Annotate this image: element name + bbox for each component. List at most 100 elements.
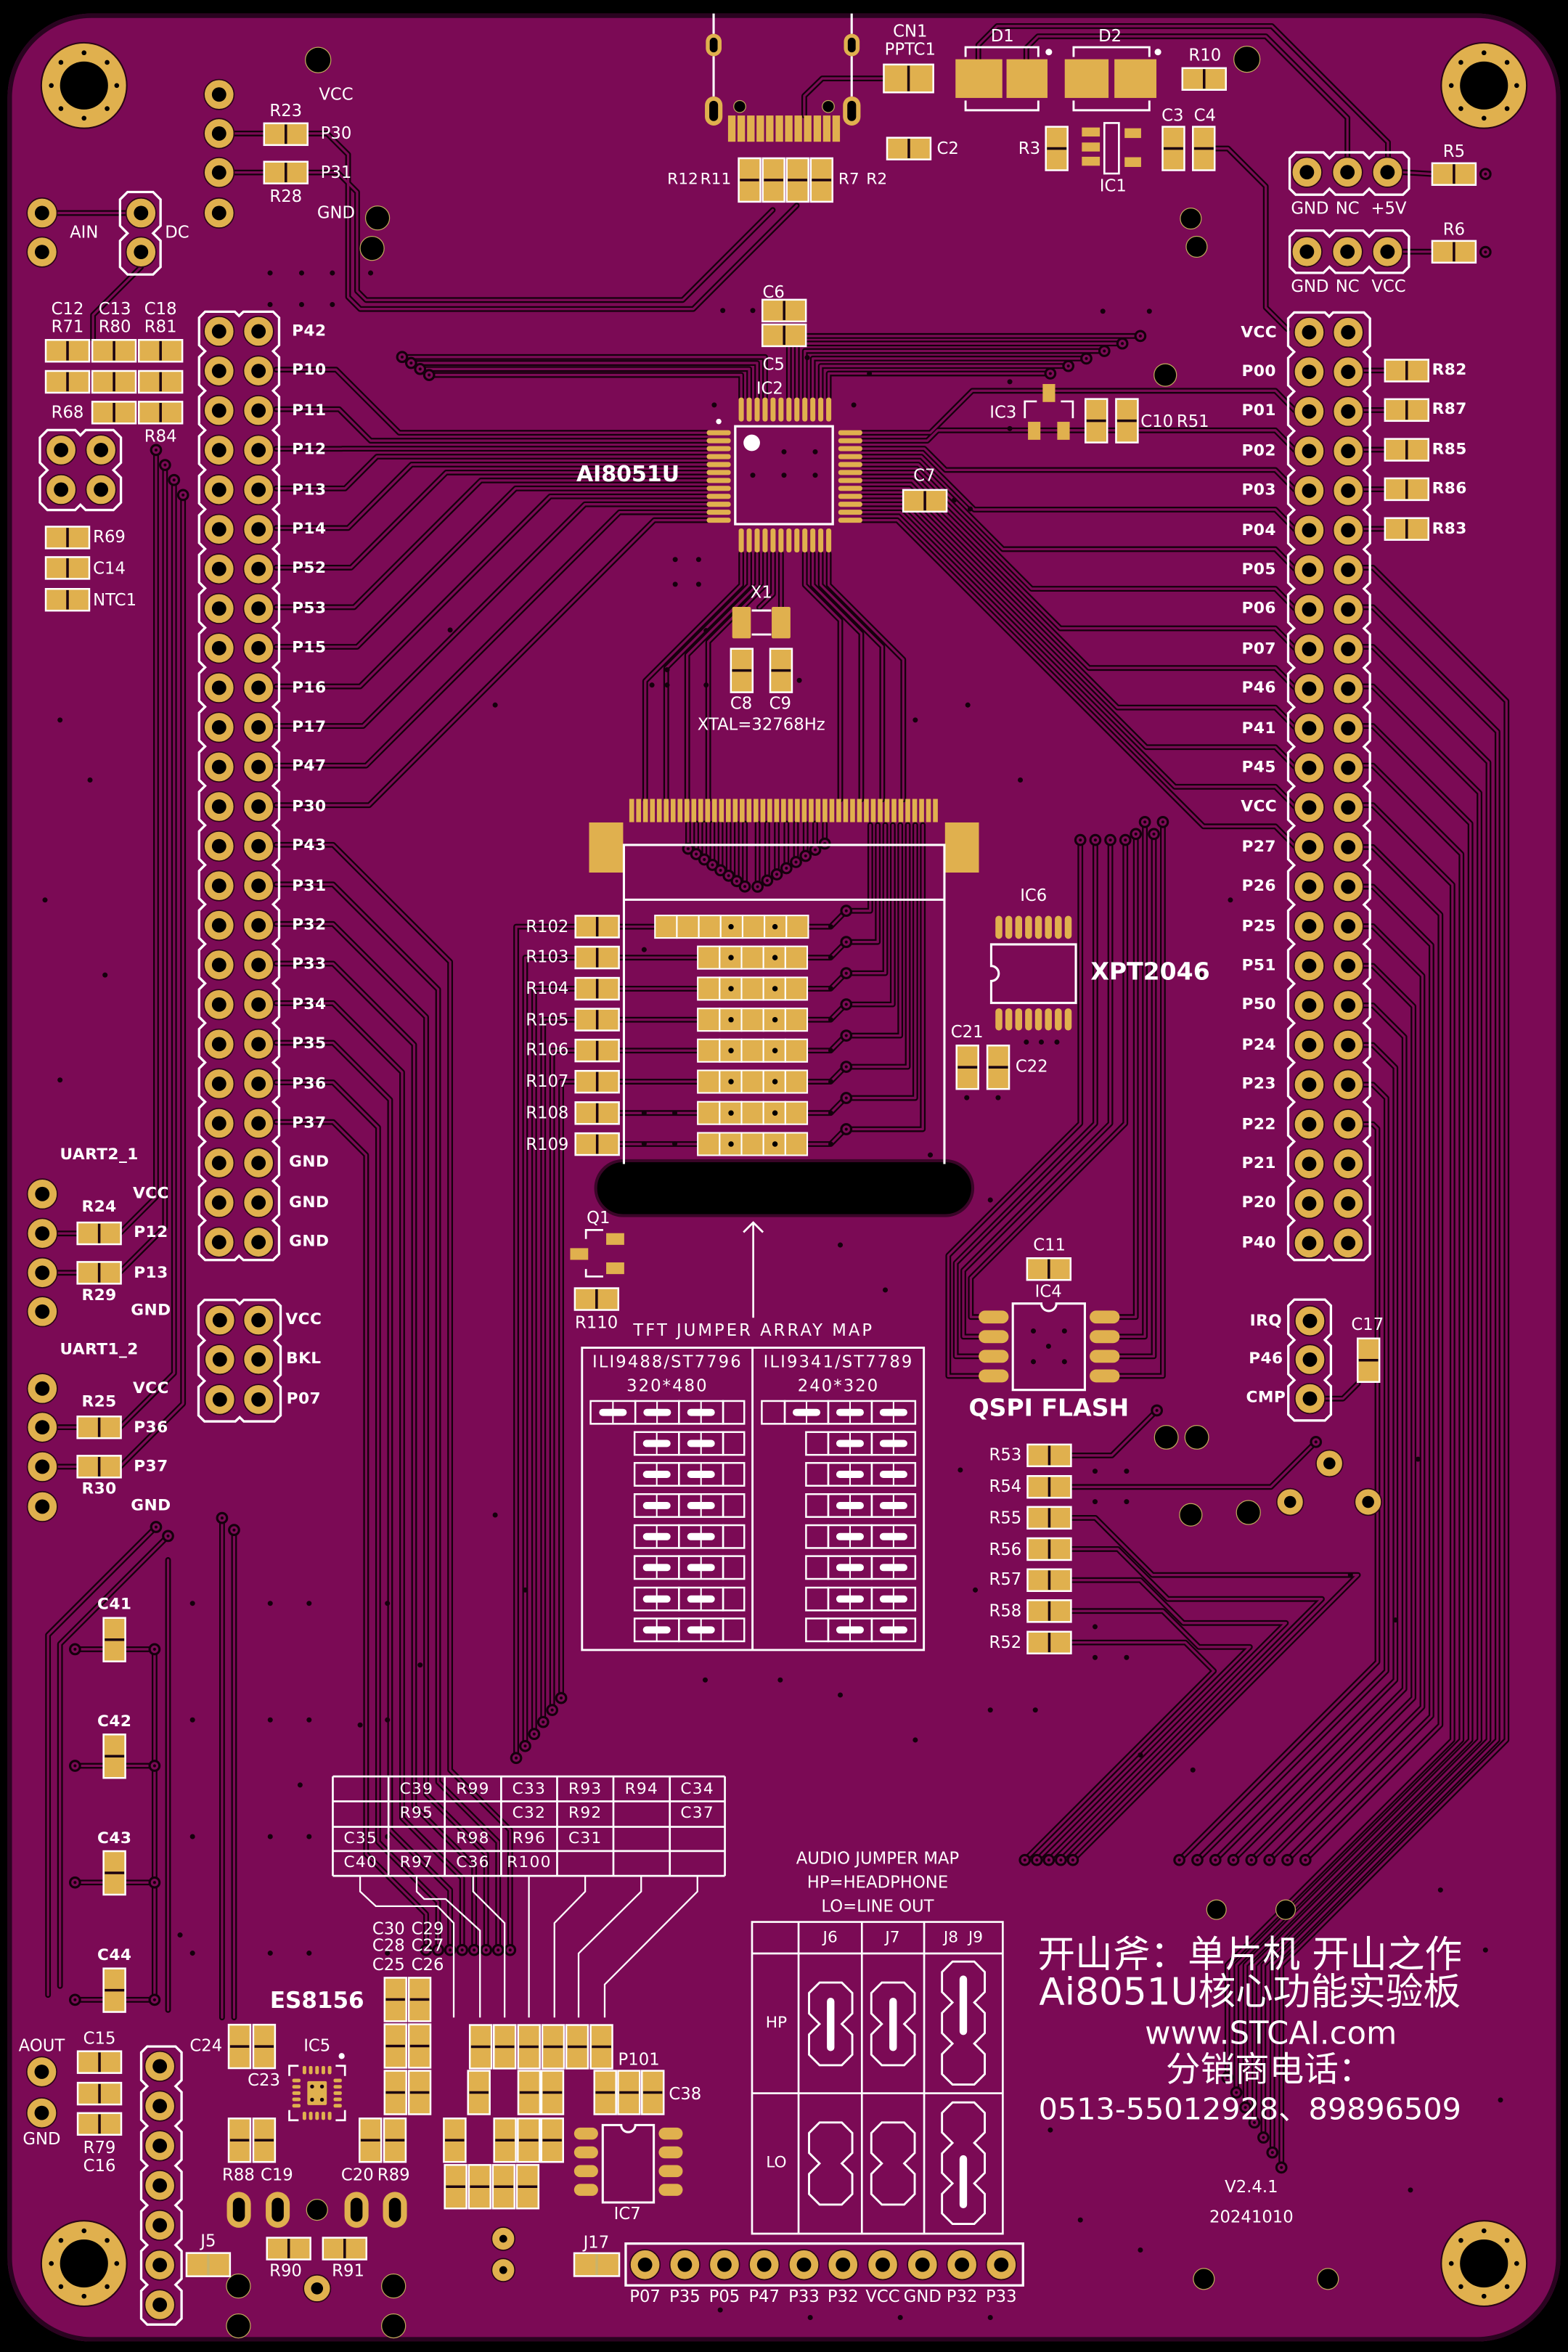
mounting-hole-via: [105, 60, 110, 65]
refdes-c6-label: C6: [762, 282, 785, 303]
pin-labels-bottom-header-6-label: VCC: [865, 2286, 900, 2306]
copper-trace: [274, 455, 709, 490]
via-drill: [436, 1948, 440, 1952]
via-drill: [1066, 364, 1070, 368]
drill-hole: [1302, 1236, 1317, 1251]
audio-part-table-rows-1-6-label: C37: [680, 1805, 714, 1823]
via: [1392, 1617, 1398, 1623]
refdes-r87-label: R87: [1432, 401, 1467, 419]
pin-labels-left-header-12-label: P30: [292, 797, 327, 815]
refdes-r81-label: R81: [144, 317, 177, 337]
via: [1347, 1572, 1353, 1578]
branding-lines-2-label: www.STCAI.com: [1145, 2015, 1397, 2052]
pin-labels-power-vcc-2-label: VCC: [1371, 277, 1406, 297]
via-drill: [1304, 1858, 1307, 1862]
copper-trace: [819, 552, 884, 801]
drill-hole: [251, 878, 266, 894]
copper-trace: [274, 518, 709, 807]
via-drill: [473, 1948, 476, 1952]
via-drill: [1035, 1858, 1039, 1862]
via-drill: [785, 866, 788, 870]
via: [897, 2314, 903, 2320]
via: [1146, 309, 1152, 314]
mounting-hole-via: [49, 83, 54, 89]
mounting-hole-via: [1504, 2237, 1510, 2243]
mounting-hole-via: [58, 2284, 64, 2290]
tft-jumper-map-panels-1-model-label: ILI9341/ST7789: [763, 1352, 914, 1373]
via: [1415, 1456, 1421, 1462]
drill-hole: [54, 442, 69, 457]
drill-hole: [1341, 1196, 1356, 1211]
via: [298, 270, 304, 276]
drill-hole: [211, 1195, 226, 1210]
copper-trace: [274, 487, 709, 648]
refdes-r107-label: R107: [526, 1071, 569, 1092]
drill-hole: [1302, 760, 1317, 775]
refdes-c38-label: C38: [669, 2083, 702, 2104]
copper-trace: [1118, 820, 1146, 1338]
refdes-c30-label: C30: [372, 1919, 405, 1938]
drill-hole: [251, 1116, 266, 1131]
pin-labels-right-header-13-label: P27: [1241, 837, 1276, 856]
copper-trace: [969, 838, 1127, 1318]
drill-hole: [211, 997, 226, 1012]
via: [385, 1951, 391, 1956]
pin-labels-right-header-21-label: P21: [1241, 1154, 1276, 1173]
drill-hole: [251, 997, 266, 1012]
audio-jumper-map-legend-0-label: HP=HEADPHONE: [807, 1873, 949, 1893]
drill-hole: [211, 838, 226, 854]
mounting-hole-via: [81, 2293, 87, 2299]
refdes-c28-label: C28: [372, 1936, 405, 1956]
refdes-c3-label: C3: [1161, 105, 1184, 125]
drill-hole: [211, 561, 226, 576]
drill-hole: [251, 1156, 266, 1170]
via-drill: [152, 1998, 156, 2001]
via: [912, 1737, 918, 1743]
copper-trace: [845, 823, 917, 1100]
via: [1007, 425, 1013, 431]
via: [1138, 2247, 1143, 2253]
pin-labels-right-header-2-label: P01: [1241, 401, 1276, 420]
audio-part-table-rows-0-6-label: C34: [680, 1779, 714, 1798]
drill-hole: [1302, 958, 1317, 973]
pin-labels-right-header-19-label: P23: [1241, 1075, 1276, 1094]
via: [952, 497, 957, 503]
refdes-c18-label: C18: [144, 299, 177, 319]
drill-hole: [1341, 444, 1356, 459]
drill-hole: [1341, 523, 1356, 538]
via: [1061, 1359, 1067, 1365]
via: [883, 1287, 889, 1293]
refdes-r55-label: R55: [989, 1508, 1022, 1528]
copper-trace: [46, 1525, 158, 1996]
via: [1408, 2187, 1413, 2193]
refdes-r85-label: R85: [1432, 440, 1467, 459]
pin-labels-uart1-pins-0-label: VCC: [132, 1379, 169, 1397]
mounting-hole-via: [81, 2228, 87, 2234]
via: [1045, 1344, 1051, 1349]
via: [1498, 2097, 1503, 2103]
refdes-c43-label: C43: [97, 1829, 132, 1847]
via-drill: [1023, 1858, 1026, 1862]
copper-trace: [274, 503, 709, 727]
drill-hole: [1341, 919, 1356, 934]
via: [267, 301, 273, 307]
via: [703, 682, 709, 688]
drill-hole: [1341, 324, 1356, 340]
mounting-hole: [60, 2239, 108, 2288]
drill-hole: [1341, 879, 1356, 894]
refdes-cn1-label: CN1: [893, 21, 928, 41]
copper-trace: [274, 368, 709, 434]
mounting-hole: [60, 61, 108, 110]
refdes-c9-label: C9: [769, 693, 792, 714]
refdes-r88-label: R88: [222, 2164, 255, 2184]
audio-jumper-map-columns-0-label: J6: [822, 1927, 838, 1946]
drill-hole: [211, 918, 226, 933]
via: [828, 924, 834, 930]
drill-hole: [251, 799, 266, 814]
refdes-r12-label: R12: [667, 171, 698, 189]
via-drill: [232, 1528, 236, 1532]
drill-hole: [251, 1235, 266, 1250]
pin-labels-right-header-10-label: P41: [1241, 719, 1276, 738]
drill-hole: [251, 720, 266, 735]
